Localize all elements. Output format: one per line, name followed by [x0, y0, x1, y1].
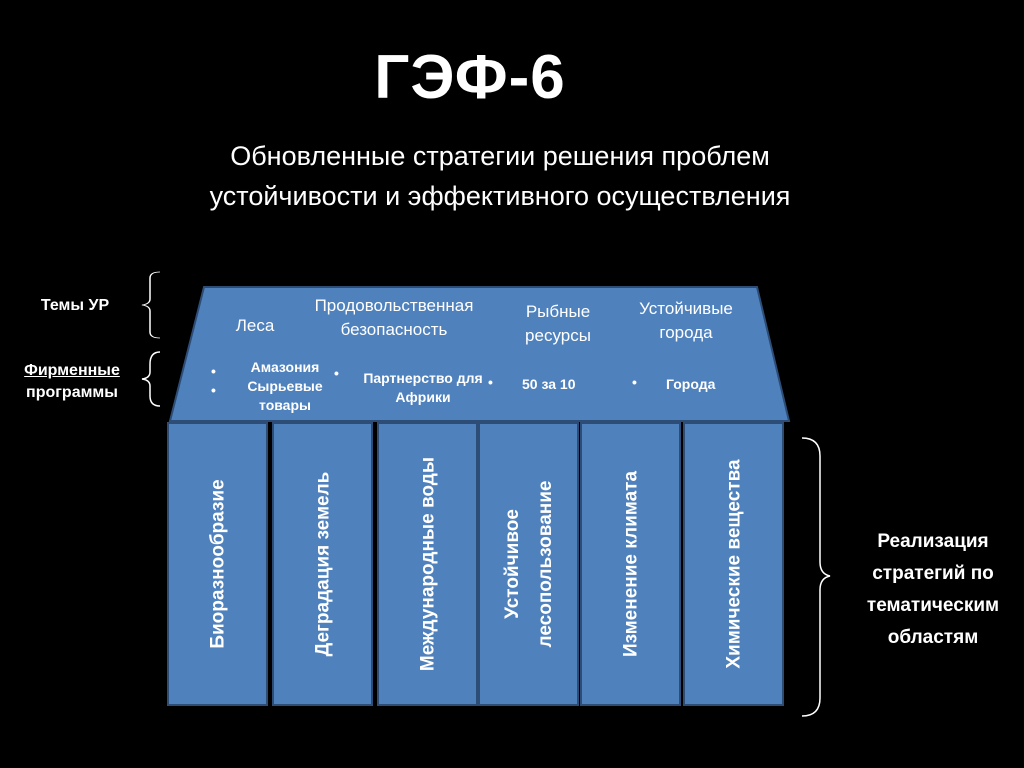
pillar-international-waters: Международные воды: [377, 422, 478, 706]
program-bullet: •: [488, 374, 493, 390]
program-commodities: Сырьевые товары: [247, 378, 323, 413]
flagship-line-2: программы: [26, 384, 118, 401]
pillar-biodiversity: Биоразнообразие: [167, 422, 268, 706]
flagship-line-1: Фирменные: [24, 362, 120, 379]
flagship-programs-label: Фирменные программы: [6, 360, 138, 404]
programs-brace: [141, 351, 161, 407]
program-bullet: • •: [211, 363, 216, 398]
left-braces: [141, 271, 161, 407]
pillar-climate-change: Изменение климата: [580, 422, 681, 706]
pillar-label: Изменение климата: [620, 470, 641, 658]
program-amazon: Амазония: [250, 359, 320, 375]
program-africa-partnership: Партнерство для Африки: [363, 370, 483, 405]
pillar-chemicals: Химические вещества: [683, 422, 784, 706]
page-title: ГЭФ-6: [374, 43, 566, 112]
program-50-by-10: 50 за 10: [522, 376, 576, 392]
pillar-label: Деградация земель: [312, 471, 333, 657]
page-subtitle: Обновленные стратегии решения проблем ус…: [120, 136, 880, 216]
roof-shape: [168, 286, 791, 422]
theme-sustainable-cities: Устойчивые города: [639, 299, 733, 342]
subtitle-line-2: устойчивости и эффективного осуществлени…: [209, 181, 791, 211]
theme-fisheries: Рыбные ресурсы: [525, 302, 591, 345]
pillar-label: Биоразнообразие: [207, 479, 228, 649]
pillar-label: Устойчивое лесопользование: [501, 480, 556, 648]
program-forests: Амазония Сырьевые товары: [232, 358, 338, 415]
program-bullet: •: [334, 365, 339, 381]
subtitle-line-1: Обновленные стратегии решения проблем: [230, 141, 770, 171]
pillar-label: Международные воды: [417, 456, 438, 672]
program-bullet: •: [632, 374, 637, 390]
program-cities: Города: [666, 376, 716, 392]
themes-label: Темы УР: [40, 297, 110, 314]
themes-brace: [141, 271, 161, 339]
pillar-label: Химические вещества: [723, 459, 744, 669]
implementation-brace: [801, 437, 831, 717]
theme-food-security: Продовольственная безопасность: [314, 296, 474, 339]
pillar-sustainable-forest-management: Устойчивое лесопользование: [478, 422, 579, 706]
implementation-label: Реализация стратегий по тематическим обл…: [866, 531, 1000, 648]
theme-forests: Леса: [235, 316, 275, 335]
pillar-land-degradation: Деградация земель: [272, 422, 373, 706]
